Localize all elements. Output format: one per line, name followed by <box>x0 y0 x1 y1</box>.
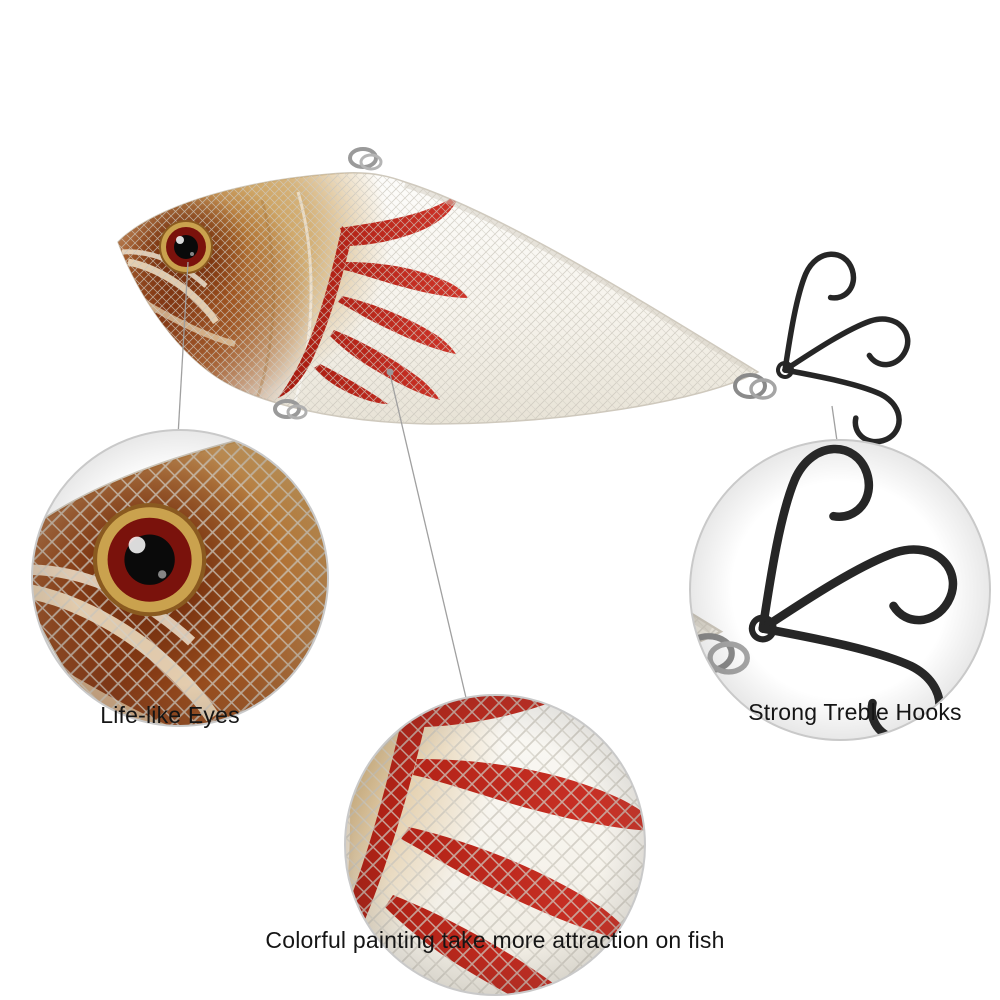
paint-callout-dot <box>386 368 394 376</box>
paint-callout-label: Colorful painting take more attraction o… <box>265 927 725 953</box>
paint-detail-circle <box>344 694 646 996</box>
lure-image <box>90 149 943 481</box>
hooks-callout-label: Strong Treble Hooks <box>748 699 962 725</box>
eyes-callout-label: Life-like Eyes <box>100 702 240 728</box>
eye-detail-circle <box>31 429 329 727</box>
hooks-detail-circle <box>689 439 991 741</box>
